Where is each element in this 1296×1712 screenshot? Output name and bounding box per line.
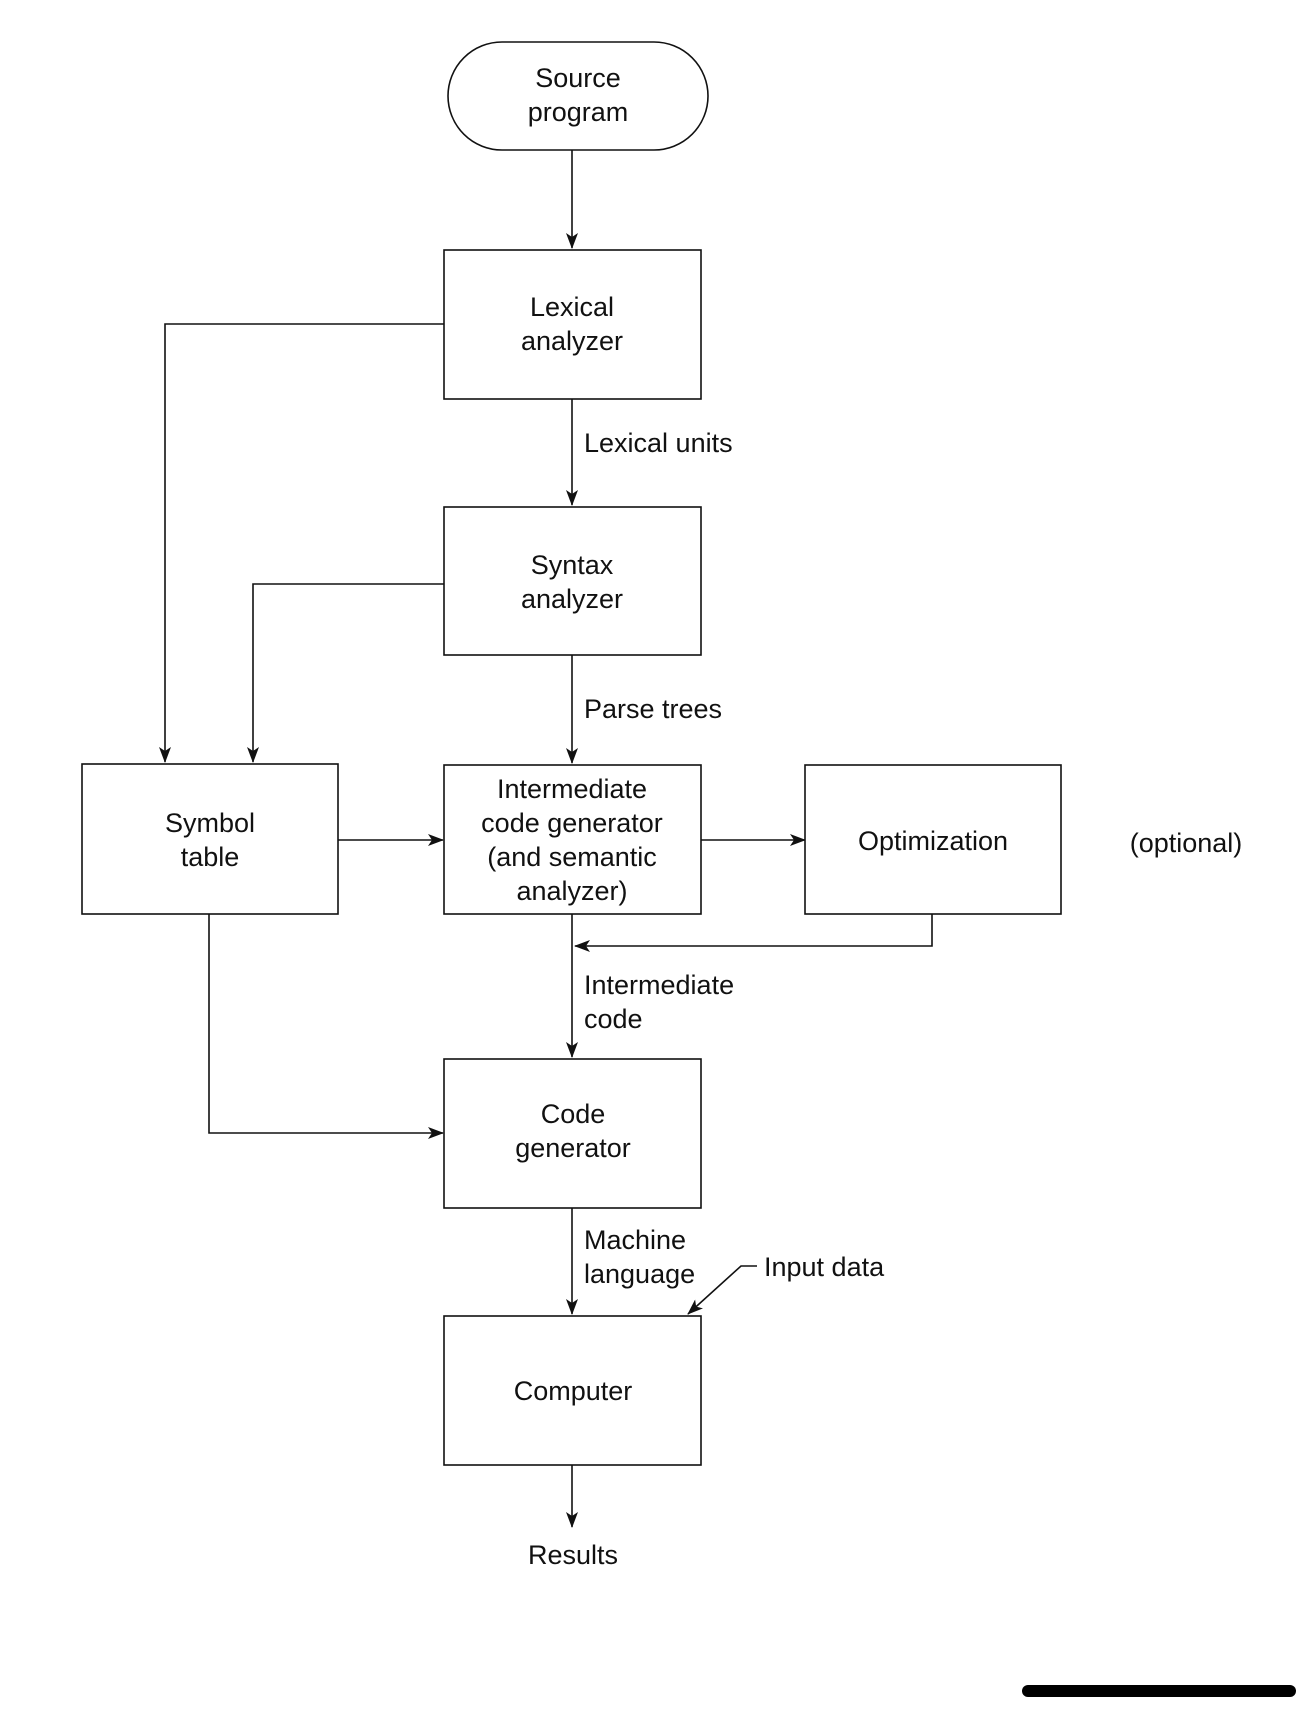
node-intermediate-code-generator-label-2: code generator	[481, 808, 663, 838]
node-lexical-analyzer-label-1: Lexical	[530, 292, 614, 322]
edge-label-lexical-units: Lexical units	[584, 428, 733, 458]
node-symbol-table: Symbol table	[81, 763, 339, 915]
node-source-program-label-1: Source	[535, 63, 621, 93]
node-code-generator: Code generator	[443, 1058, 702, 1209]
node-syntax-analyzer-label-1: Syntax	[531, 550, 614, 580]
node-intermediate-code-generator-label-1: Intermediate	[497, 774, 647, 804]
node-symbol-table-label-1: Symbol	[165, 808, 255, 838]
edge-optimization-return	[574, 914, 933, 952]
node-source-program: Source program	[447, 41, 709, 151]
edge-lexical-to-symbol-table	[159, 323, 444, 763]
edge-label-intermediate-code-1: Intermediate	[584, 970, 734, 1000]
annotation-optional: (optional)	[1130, 828, 1243, 858]
home-indicator-bar[interactable]	[1022, 1685, 1296, 1697]
edges	[159, 150, 933, 1528]
node-lexical-analyzer-label-2: analyzer	[521, 326, 623, 356]
node-optimization-label: Optimization	[858, 826, 1008, 856]
node-intermediate-code-generator-label-4: analyzer)	[516, 876, 627, 906]
node-symbol-table-label-2: table	[181, 842, 240, 872]
node-intermediate-code-generator: Intermediate code generator (and semanti…	[443, 764, 702, 915]
node-computer-label: Computer	[514, 1376, 633, 1406]
node-intermediate-code-generator-label-3: (and semantic	[487, 842, 657, 872]
edge-input-data-to-computer	[687, 1265, 757, 1315]
edge-symbol-table-to-code-generator	[208, 914, 444, 1139]
edge-syntax-to-symbol-table	[247, 583, 444, 763]
edge-label-machine-language-1: Machine	[584, 1225, 686, 1255]
node-optimization: Optimization	[804, 764, 1062, 915]
annotation-input-data: Input data	[764, 1252, 885, 1282]
edge-label-intermediate-code-2: code	[584, 1004, 643, 1034]
edge-label-parse-trees: Parse trees	[584, 694, 722, 724]
node-results-label: Results	[528, 1540, 618, 1570]
node-lexical-analyzer: Lexical analyzer	[443, 249, 702, 400]
node-source-program-label-2: program	[528, 97, 629, 127]
node-syntax-analyzer-label-2: analyzer	[521, 584, 623, 614]
node-code-generator-label-1: Code	[541, 1099, 606, 1129]
edge-label-machine-language-2: language	[584, 1259, 695, 1289]
node-computer: Computer	[443, 1315, 702, 1466]
node-syntax-analyzer: Syntax analyzer	[443, 506, 702, 656]
node-code-generator-label-2: generator	[515, 1133, 631, 1163]
